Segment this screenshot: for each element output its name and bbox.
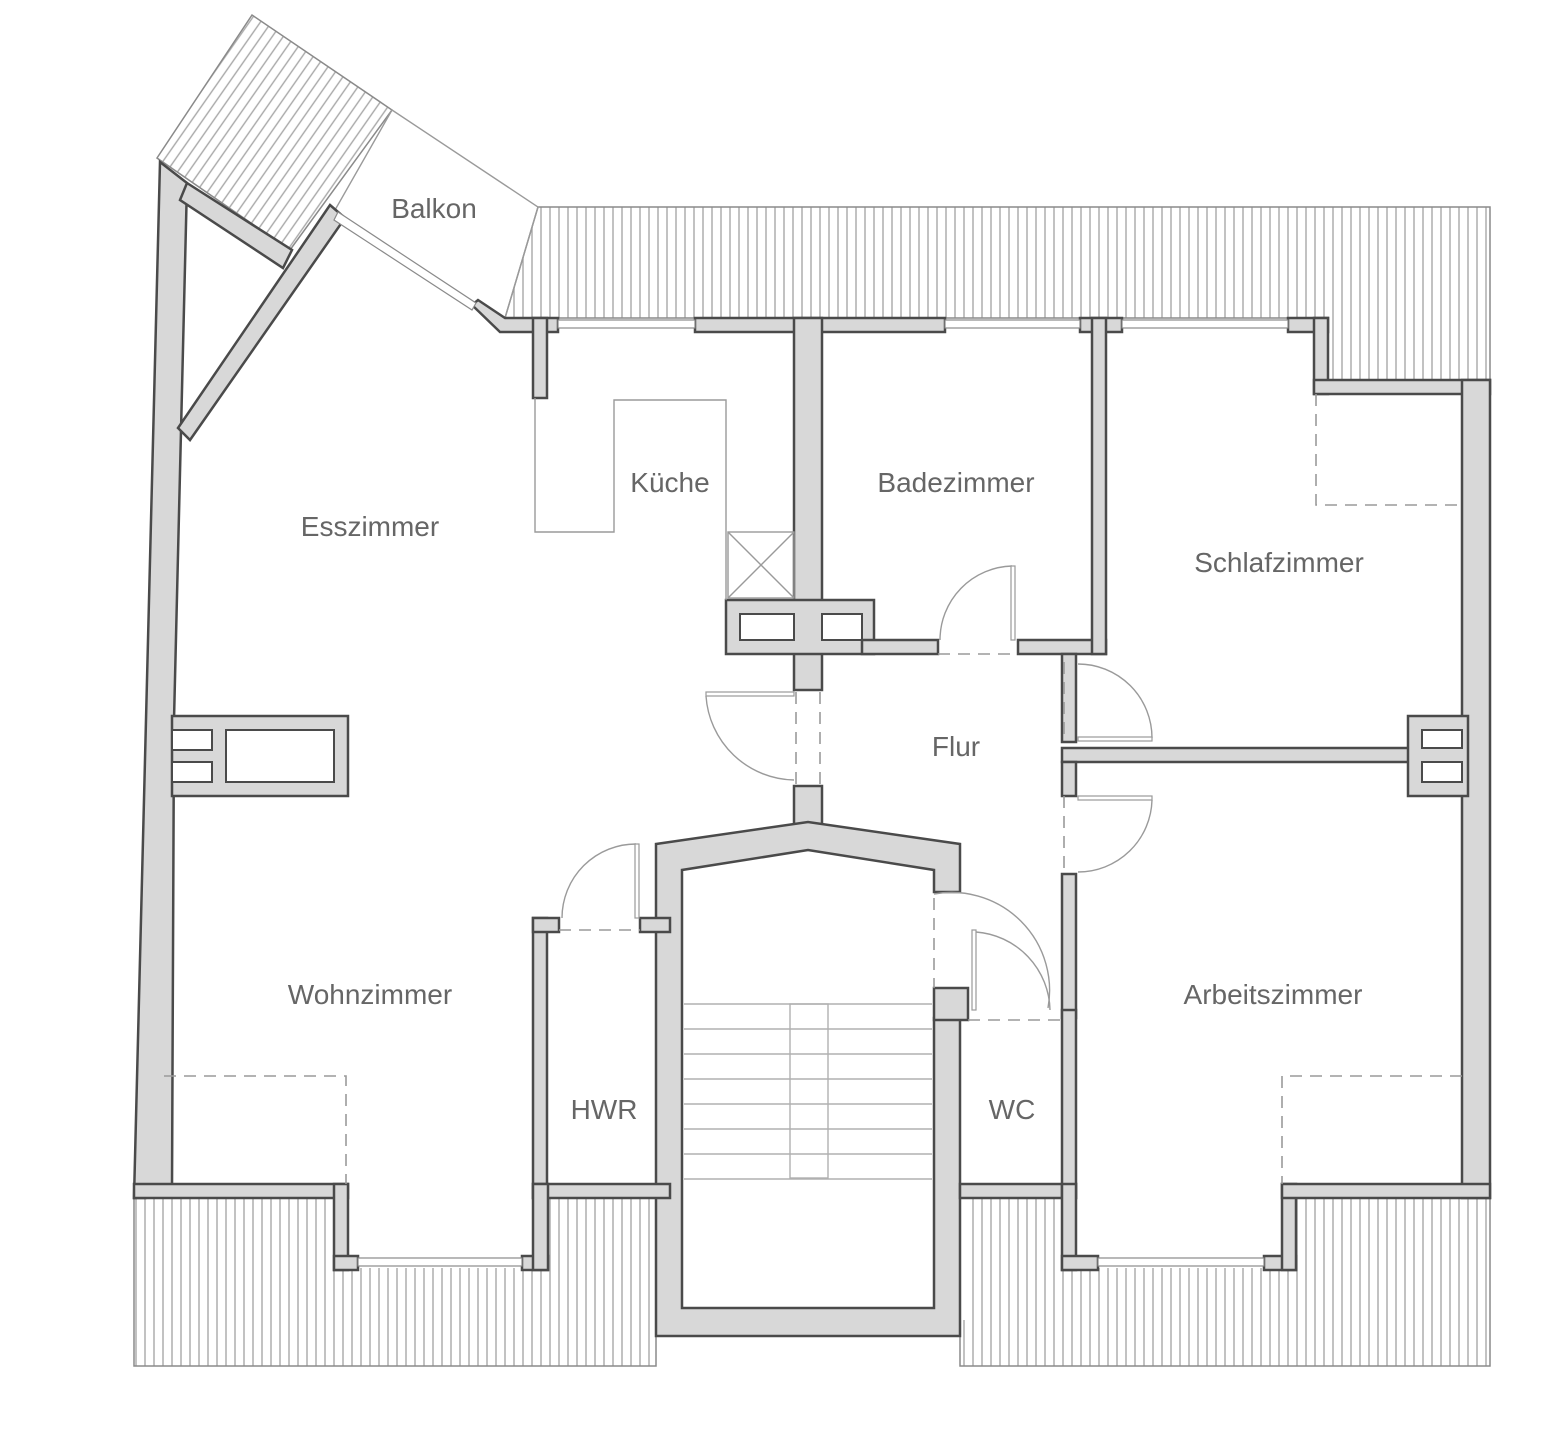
slope-living: [164, 1075, 347, 1184]
wall-hwr-south: [531, 1182, 672, 1200]
staircase: [684, 1003, 932, 1180]
windows: [333, 211, 1289, 1267]
wall-south-right: [1280, 1182, 1492, 1200]
wall-hwr-west: [531, 916, 549, 1200]
wall-wc-south: [958, 1182, 1078, 1200]
kitchen-counter: [534, 398, 727, 600]
room-labels: Balkon Küche Badezimmer Esszimmer Schlaf…: [288, 193, 1364, 1125]
wall-flur-east-b: [1060, 760, 1078, 798]
wall-kitchen-stub: [531, 316, 549, 400]
wall-east-chimney: [1406, 714, 1470, 798]
chimney-flue-1: [739, 613, 795, 641]
door-hwr-leaf: [634, 843, 640, 919]
west-flue-3: [225, 729, 335, 783]
wall-stair-divider: [932, 986, 970, 1022]
wall-wc-east: [1060, 1008, 1078, 1200]
door-bath-swing: [939, 565, 1013, 641]
wall-flur-east-a: [1060, 652, 1078, 744]
wall-south-right-bay-s1: [1060, 1254, 1100, 1272]
door-study-swing: [1077, 799, 1153, 873]
east-flue-2: [1421, 761, 1463, 783]
label-balkon: Balkon: [391, 193, 477, 224]
label-esszimmer: Esszimmer: [301, 511, 439, 542]
wall-bath-south-a: [860, 638, 940, 656]
door-living-leaf: [705, 691, 795, 697]
label-kueche: Küche: [630, 467, 709, 498]
door-hwr-swing: [561, 843, 637, 919]
door-living-swing: [705, 695, 795, 781]
window-balcony: [333, 211, 477, 311]
wall-hwr-top-a: [531, 916, 561, 934]
wall-diagonal-upper: [178, 181, 294, 270]
walls: [132, 159, 1492, 1338]
door-bath-leaf: [1010, 565, 1016, 641]
wall-south-left: [132, 1182, 350, 1200]
slope-bedroom: [1315, 394, 1462, 506]
door-stair-swing: [933, 891, 1051, 1009]
label-flur: Flur: [932, 731, 980, 762]
kitchen-fixtures: [534, 398, 795, 600]
wall-south-left-bay-e: [531, 1182, 550, 1272]
kitchen-shaft: [727, 531, 795, 599]
chimney-flue-2: [821, 613, 863, 641]
label-wc: WC: [989, 1094, 1036, 1125]
label-badezimmer: Badezimmer: [877, 467, 1034, 498]
floor-areas: [146, 170, 1476, 1320]
window-kitchen: [557, 319, 696, 329]
door-wc-leaf: [971, 929, 977, 1011]
wall-south-left-bay-s1: [332, 1254, 360, 1272]
wall-bedroom-study: [1060, 746, 1464, 764]
east-flue-1: [1421, 729, 1463, 749]
door-bedroom-swing: [1077, 663, 1153, 739]
kitchen-shaft-x2: [727, 531, 795, 599]
wall-hwr-top-b: [638, 916, 672, 934]
west-flue-2: [171, 761, 213, 783]
door-bedroom-leaf: [1077, 736, 1153, 742]
doors: [559, 565, 1153, 1021]
floor-main: [146, 170, 1476, 1320]
window-bedroom: [1121, 319, 1289, 329]
door-wc-swing: [975, 931, 1051, 1011]
label-schlafzimmer: Schlafzimmer: [1194, 547, 1364, 578]
slope-study: [1281, 1075, 1462, 1184]
label-wohnzimmer: Wohnzimmer: [288, 979, 452, 1010]
wall-flur-east-c: [1060, 872, 1078, 1020]
wall-bath-bedroom: [1090, 316, 1108, 656]
slope-lines: [164, 394, 1462, 1184]
label-arbeitszimmer: Arbeitszimmer: [1184, 979, 1363, 1010]
label-hwr: HWR: [571, 1094, 638, 1125]
window-living: [357, 1257, 523, 1267]
door-study-leaf: [1077, 795, 1153, 801]
window-study: [1097, 1257, 1265, 1267]
window-bath: [944, 319, 1081, 329]
west-flue-1: [171, 729, 213, 751]
wall-stairwell: [654, 820, 962, 1338]
